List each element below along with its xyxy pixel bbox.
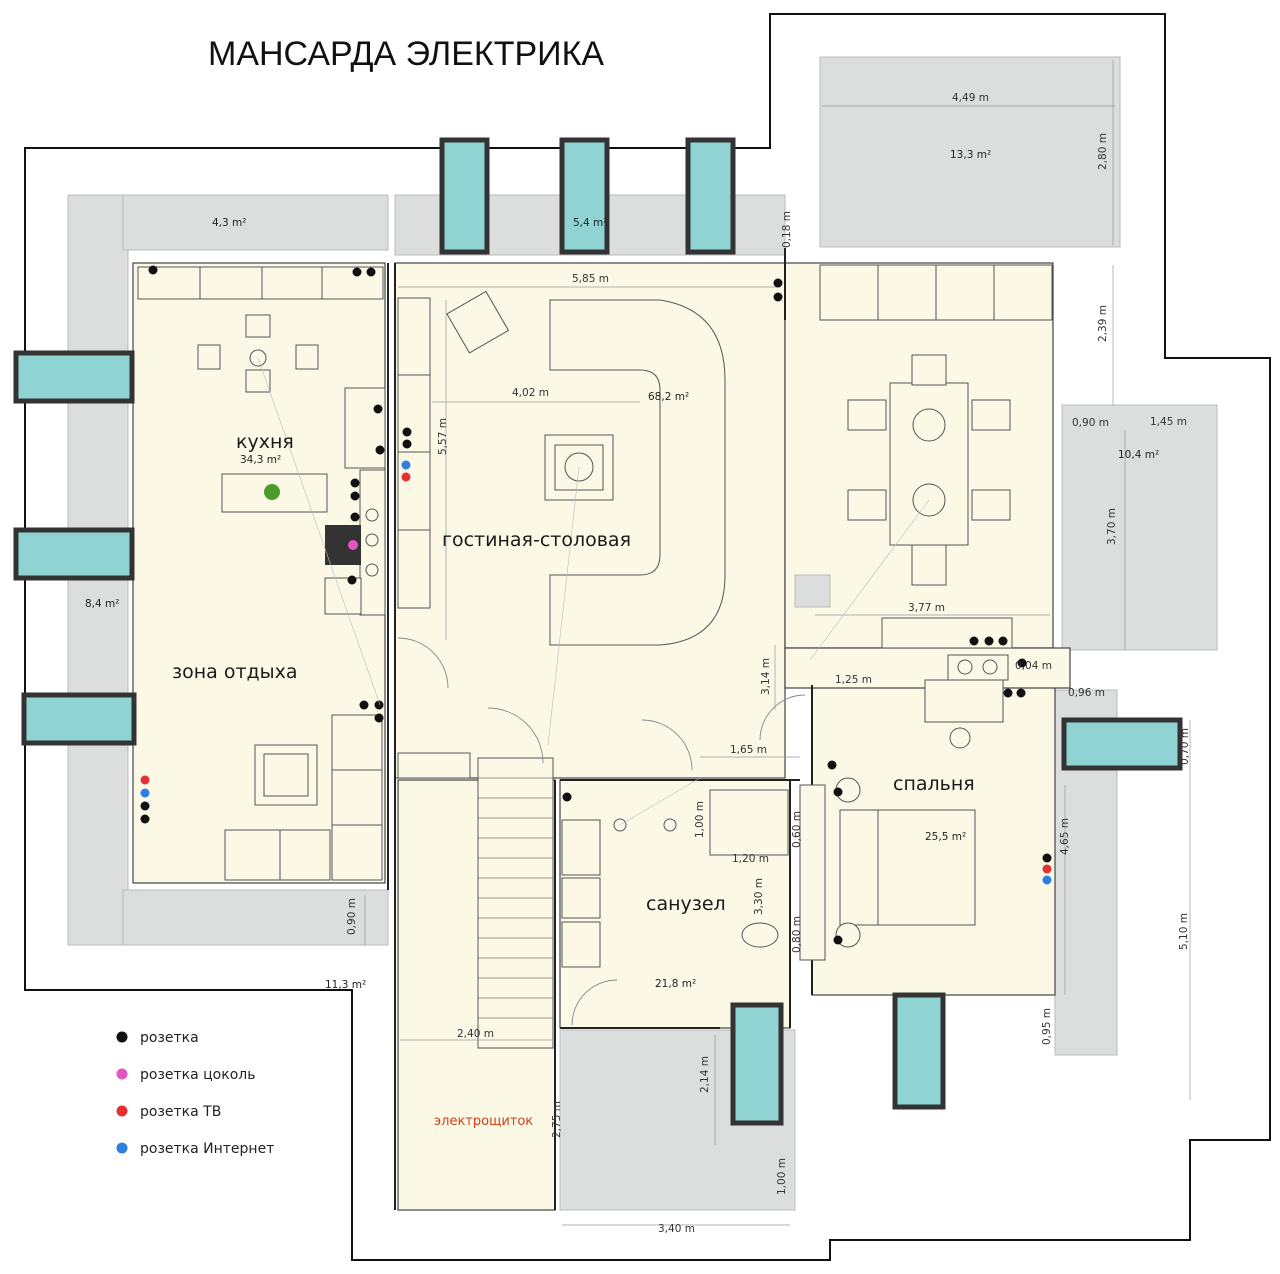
legend-basement-socket-dot bbox=[116, 1068, 128, 1080]
room-label-living-dining: гостиная-столовая bbox=[442, 529, 631, 551]
area-top-left: 4,3 m² bbox=[212, 217, 246, 229]
top-left-terrace bbox=[122, 194, 389, 251]
room-label-bathroom: санузел bbox=[646, 893, 726, 915]
dim-0-90-right: 0,90 m bbox=[1072, 417, 1109, 429]
dim-1-00-bottom: 1,00 m bbox=[776, 1158, 788, 1195]
dim-0-60: 0,60 m bbox=[791, 811, 803, 848]
dim-0-70: 0,70 m bbox=[1179, 728, 1191, 765]
bedroom-furniture bbox=[799, 654, 1009, 961]
dim-2-75: 2,75 m bbox=[551, 1101, 563, 1138]
dim-5-57: 5,57 m bbox=[437, 418, 449, 455]
area-top-right: 13,3 m² bbox=[950, 149, 991, 161]
dining-furniture bbox=[794, 264, 1053, 649]
dim-0-95: 0,95 m bbox=[1041, 1008, 1053, 1045]
windows bbox=[13, 137, 1183, 1126]
dim-1-00: 1,00 m bbox=[694, 801, 706, 838]
door-swings bbox=[397, 637, 806, 1026]
room-label-lounge: зона отдыха bbox=[172, 661, 298, 683]
dim-2-14: 2,14 m bbox=[699, 1056, 711, 1093]
area-bedroom: 25,5 m² bbox=[925, 831, 966, 843]
staircase bbox=[397, 752, 554, 1049]
legend-basement-socket-label: розетка цоколь bbox=[140, 1067, 255, 1083]
plan-title: МАНСАРДА ЭЛЕКТРИКА bbox=[208, 35, 604, 73]
dim-1-65: 1,65 m bbox=[730, 744, 767, 756]
electrical-panel-label: электрощиток bbox=[434, 1114, 533, 1129]
sockets bbox=[140, 265, 1052, 945]
area-living: 68,2 m² bbox=[648, 391, 689, 403]
dim-2-80: 2,80 m bbox=[1097, 133, 1109, 170]
dim-4-65: 4,65 m bbox=[1059, 818, 1071, 855]
legend-socket-label: розетка bbox=[140, 1030, 199, 1046]
legend-tv-socket-dot bbox=[116, 1105, 128, 1117]
dim-5-10: 5,10 m bbox=[1178, 913, 1190, 950]
dim-1-25: 1,25 m bbox=[835, 674, 872, 686]
dim-0-18: 0,18 m bbox=[781, 211, 793, 248]
legend-socket-dot bbox=[116, 1031, 128, 1043]
dim-0-80: 0,80 m bbox=[791, 916, 803, 953]
bottom-left-terrace bbox=[122, 889, 389, 946]
legend-internet-socket-dot bbox=[116, 1142, 128, 1154]
dim-2-40: 2,40 m bbox=[457, 1028, 494, 1040]
legend-tv-socket-label: розетка ТВ bbox=[140, 1104, 221, 1120]
room-label-bedroom: спальня bbox=[893, 773, 975, 795]
dim-1-45: 1,45 m bbox=[1150, 416, 1187, 428]
dim-5-85: 5,85 m bbox=[572, 273, 609, 285]
kitchen-furniture bbox=[137, 266, 386, 616]
dim-4-49: 4,49 m bbox=[952, 92, 989, 104]
dim-0-04: 0,04 m bbox=[1015, 660, 1052, 672]
area-kitchen: 34,3 m² bbox=[240, 454, 281, 466]
dim-0-96: 0,96 m bbox=[1068, 687, 1105, 699]
dim-3-40: 3,40 m bbox=[658, 1223, 695, 1235]
area-top-mid: 5,4 m² bbox=[573, 217, 607, 229]
area-right-mid: 10,4 m² bbox=[1118, 449, 1159, 461]
legend: розетка розетка цоколь розетка ТВ розетк… bbox=[116, 1030, 274, 1157]
right-terrace bbox=[1061, 404, 1218, 651]
bathroom-fixtures bbox=[561, 789, 789, 968]
dim-3-70: 3,70 m bbox=[1106, 508, 1118, 545]
outer-roof-outline bbox=[24, 13, 1271, 1261]
dim-2-39: 2,39 m bbox=[1097, 305, 1109, 342]
wiring-lines bbox=[257, 357, 930, 826]
legend-internet-socket-label: розетка Интернет bbox=[140, 1141, 274, 1157]
dim-3-77: 3,77 m bbox=[908, 602, 945, 614]
area-left: 8,4 m² bbox=[85, 598, 119, 610]
dim-3-30: 3,30 m bbox=[753, 878, 765, 915]
top-right-terrace bbox=[819, 56, 1121, 248]
room-label-kitchen: кухня bbox=[236, 431, 294, 453]
area-bathroom: 21,8 m² bbox=[655, 978, 696, 990]
living-furniture bbox=[397, 290, 726, 646]
area-bottom-left: 11,3 m² bbox=[325, 979, 366, 991]
dim-4-02: 4,02 m bbox=[512, 387, 549, 399]
lounge-furniture bbox=[224, 714, 383, 881]
dim-1-20: 1,20 m bbox=[732, 853, 769, 865]
dimension-lines bbox=[364, 60, 1191, 1226]
dim-3-14: 3,14 m bbox=[760, 658, 772, 695]
dim-0-90-left: 0,90 m bbox=[346, 898, 358, 935]
